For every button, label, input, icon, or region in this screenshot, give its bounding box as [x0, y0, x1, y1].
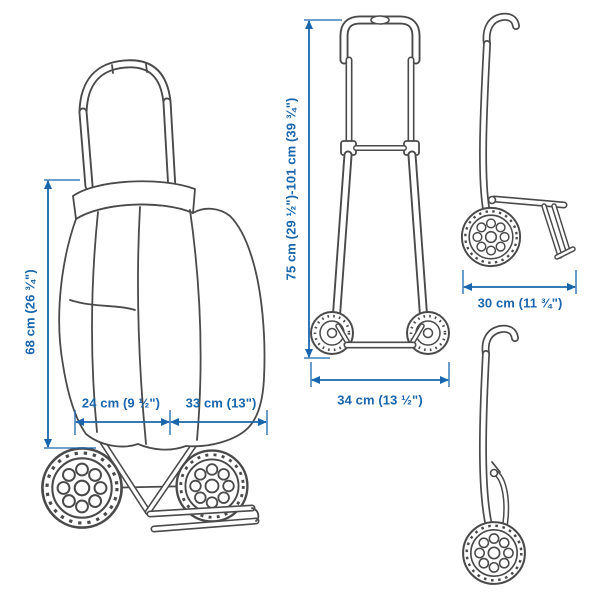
dimension-lines [44, 19, 577, 449]
trolley-left-wheel [40, 446, 124, 530]
handle-grip-hole [370, 15, 390, 25]
frame-base-bar [335, 323, 425, 349]
figure-side-folded-flat [461, 324, 527, 586]
figure-side-folded-open [460, 12, 576, 268]
figure-frame-front [309, 15, 451, 356]
side-open-handle-tube [479, 12, 520, 212]
dimension-label-rear-depth: 33 cm (13") [185, 395, 257, 411]
dimension-label-bag-height: 68 cm (26 ¾") [22, 269, 38, 355]
frame-handle-loop [339, 15, 421, 65]
dimension-label-frame-width: 34 cm (13 ½") [337, 392, 423, 408]
trolley-frame [95, 434, 200, 516]
figure-bag-trolley [40, 59, 266, 533]
side-open-wheel [460, 206, 522, 268]
dimension-label-front-depth: 24 cm (9 ½") [81, 395, 161, 411]
dimension-label-folded-depth: 30 cm (11 ¾") [477, 295, 563, 311]
frame-lower-tubes [331, 150, 429, 327]
dimension-label-frame-height-range: 75 cm (29 ½")-101 cm (39 ¾") [283, 97, 299, 281]
side-flat-wheel [461, 520, 527, 586]
trolley-platform [146, 504, 260, 533]
frame-telescopic-tubes [340, 56, 420, 156]
side-flat-handle-tube [478, 324, 519, 530]
side-open-platform [487, 195, 576, 260]
trolley-bag [58, 180, 266, 451]
trolley-handle [78, 59, 177, 195]
